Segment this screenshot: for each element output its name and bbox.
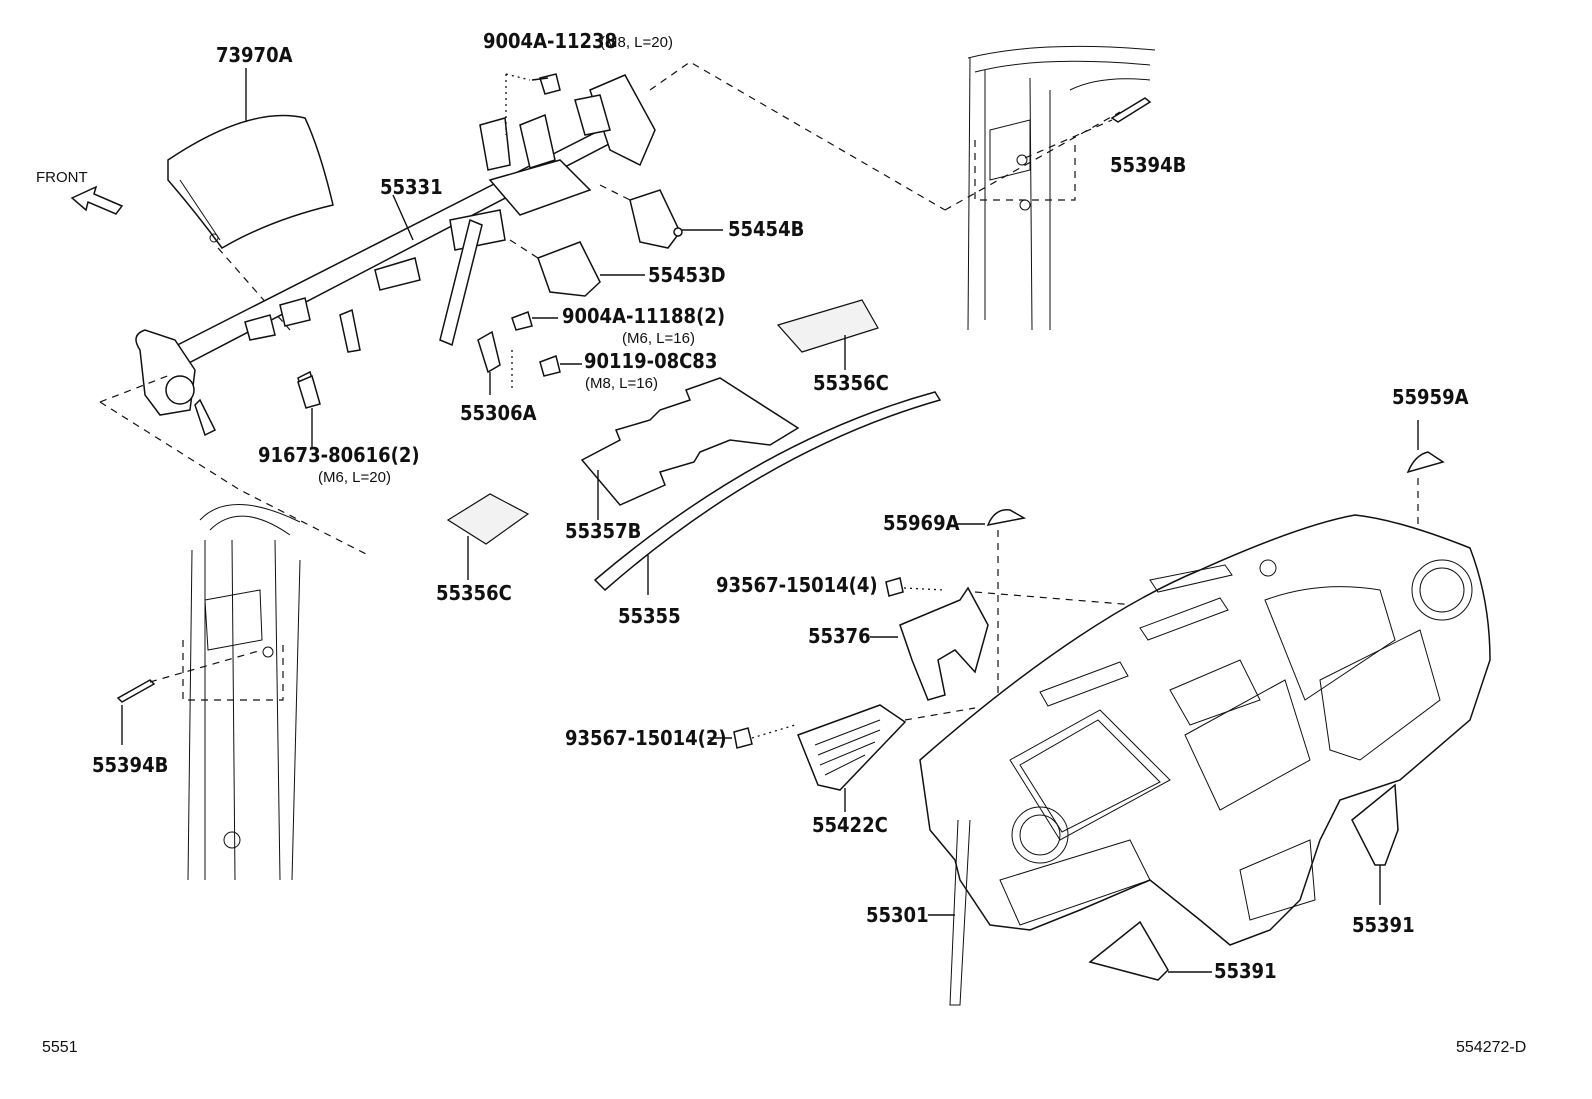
part-55454B [599, 184, 723, 249]
part-55969A-cap [955, 509, 1027, 795]
label-90119-08C83: 90119-08C83 [584, 349, 717, 373]
label-55959A: 55959A [1392, 385, 1469, 409]
part-55357B-silencer [580, 377, 800, 520]
label-55376: 55376 [808, 624, 871, 648]
footer-left-code: 5551 [42, 1039, 78, 1056]
clip-93567-15014-2 [708, 724, 796, 749]
label-55394B-left: 55394B [92, 753, 168, 777]
clip-93567-15014-4 [885, 577, 1136, 606]
part-55391-bottom-cover [1088, 920, 1212, 981]
label-55356C-left: 55356C [436, 581, 512, 605]
part-55959A-cap [1406, 420, 1445, 545]
part-55301-instrument-panel [919, 514, 1491, 1006]
label-55331: 55331 [380, 175, 443, 199]
clip-91673-80616 [297, 374, 321, 448]
part-55331-reinforcement [135, 74, 656, 437]
label-55422C: 55422C [812, 813, 888, 837]
part-55306A-bracket [477, 330, 501, 395]
part-73970A-cover [167, 68, 334, 331]
label-55394B-top: 55394B [1110, 153, 1186, 177]
label-55969A: 55969A [883, 511, 960, 535]
label-55453D: 55453D [648, 263, 726, 287]
part-55356C-top-pad [776, 299, 879, 370]
spec-90119-08C83: (M8, L=16) [585, 375, 658, 392]
label-9004A-11188: 9004A-11188(2) [562, 304, 725, 328]
label-93567-15014-4: 93567-15014(4) [716, 573, 878, 597]
part-body-pillar-left [116, 504, 301, 881]
label-9004A-11238: 9004A-11238 [483, 29, 617, 53]
bolt-90119-08C83 [511, 350, 582, 388]
label-55356C-top: 55356C [813, 371, 889, 395]
spec-9004A-11238: (M8, L=20) [600, 34, 673, 51]
part-55391-right-cover [1351, 783, 1399, 905]
label-55357B: 55357B [565, 519, 641, 543]
part-55453D [509, 239, 645, 297]
label-55355: 55355 [618, 604, 681, 628]
label-55306A: 55306A [460, 401, 537, 425]
label-55301: 55301 [866, 903, 929, 927]
part-55356C-left-pad [446, 493, 530, 580]
front-arrow: FRONT [36, 169, 124, 215]
spec-91673-80616: (M6, L=20) [318, 469, 391, 486]
bolt-9004A-11188 [511, 311, 558, 331]
label-93567-15014-2: 93567-15014(2) [565, 726, 727, 750]
bolt-9004A-11238 [505, 73, 561, 135]
label-55454B: 55454B [728, 217, 804, 241]
label-73970A: 73970A [216, 43, 293, 67]
footer-right-code: 554272-D [1456, 1039, 1526, 1056]
part-55355-strip [593, 391, 942, 595]
label-55391-bottom: 55391 [1214, 959, 1277, 983]
part-body-pillar-right [967, 45, 1156, 331]
label-91673-80616: 91673-80616(2) [258, 443, 420, 467]
spec-9004A-11188: (M6, L=16) [622, 330, 695, 347]
part-55376-bracket [870, 586, 989, 701]
front-label: FRONT [36, 169, 88, 186]
part-55422C-vent [797, 704, 976, 812]
label-55391-right: 55391 [1352, 913, 1415, 937]
